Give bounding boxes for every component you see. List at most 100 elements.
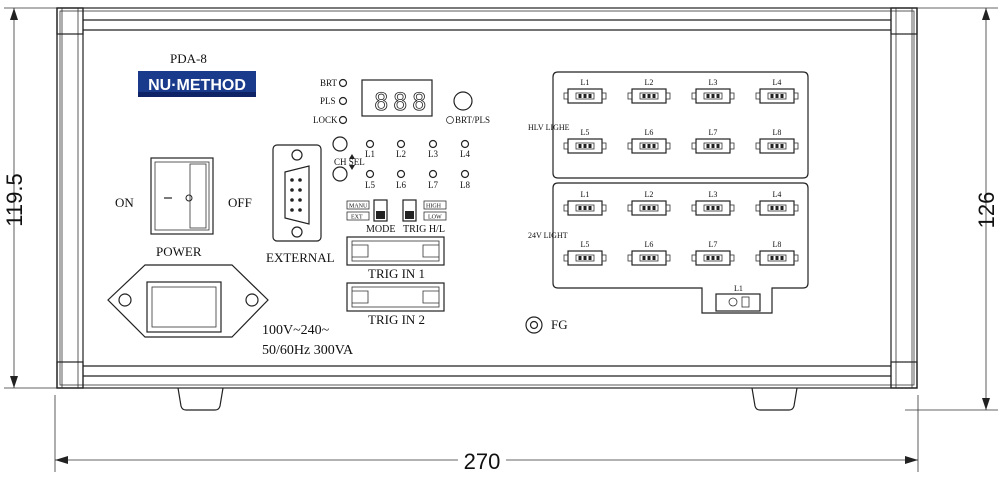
24v-connector-label-l8: L8 — [773, 240, 782, 249]
mode-manu-label: MANU — [349, 204, 368, 210]
dimension-left: 119.5 — [2, 7, 70, 389]
ch-sel-label: CH SEL — [334, 157, 365, 167]
mode-label: MODE — [366, 224, 395, 235]
input-freq-power: 50/60Hz 300VA — [262, 343, 354, 358]
24v-light-label: 24V LIGHT — [528, 231, 568, 240]
ch-sel-up-button[interactable] — [332, 136, 348, 152]
seven-segment-display: 8 8 8 — [361, 79, 433, 117]
trig-low-label: LOW — [428, 215, 442, 221]
trig-in-1-label: TRIG IN 1 — [368, 266, 425, 281]
ch-sel-down-arrow-icon — [349, 165, 355, 170]
channel-leds: L1 L2 L3 L4 L5 L6 L7 L8 — [365, 139, 470, 190]
ac-inlet — [107, 264, 269, 338]
indicator-pls-label: PLS — [320, 96, 336, 106]
hlv-connector-l2: L2 — [627, 78, 671, 104]
24v-connector-label-l7: L7 — [709, 240, 718, 249]
24v-connector-label-l3: L3 — [709, 190, 718, 199]
brand-text: NU·METHOD — [148, 77, 246, 94]
mode-ext-label: EXT — [351, 215, 363, 221]
brt-pls-label: BRT/PLS — [455, 115, 490, 125]
channel-led-label-l8: L8 — [460, 180, 470, 190]
hlv-connector-label-l4: L4 — [773, 78, 782, 87]
24v-light-panel: 24V LIGHT — [528, 182, 809, 314]
24v-connector-l3: L3 — [691, 190, 735, 216]
dimension-height-inner: 119.5 — [2, 173, 27, 226]
hlv-connector-label-l8: L8 — [773, 128, 782, 137]
24v-connector-l8: L8 — [755, 240, 799, 266]
ch-sel-up-arrow-icon — [349, 154, 355, 159]
hlv-connector-l4: L4 — [755, 78, 799, 104]
fg-terminal — [525, 316, 543, 334]
channel-led-label-l3: L3 — [428, 149, 438, 159]
hlv-connector-l7: L7 — [691, 128, 735, 154]
display-digit-3: 8 — [412, 88, 426, 116]
external-connector — [272, 144, 322, 242]
trig-in-2-label: TRIG IN 2 — [368, 312, 425, 327]
display-digit-2: 8 — [393, 88, 407, 116]
hlv-connector-l6: L6 — [627, 128, 671, 154]
dimension-height-total: 126 — [974, 192, 999, 229]
24v-connector-label-l6: L6 — [645, 240, 654, 249]
input-voltage: 100V~240~ — [262, 323, 330, 338]
aux-l1-connector — [715, 293, 761, 312]
channel-led-label-l1: L1 — [365, 149, 375, 159]
hlv-connector-label-l1: L1 — [581, 78, 590, 87]
trig-in-2-connector — [346, 282, 445, 312]
chassis — [56, 7, 918, 411]
channel-led-label-l4: L4 — [460, 149, 470, 159]
trig-hl-label: TRIG H/L — [403, 224, 445, 235]
channel-led-label-l6: L6 — [396, 180, 406, 190]
24v-connector-label-l1: L1 — [581, 190, 590, 199]
24v-connector-l1: L1 — [563, 190, 607, 216]
24v-connector-label-l4: L4 — [773, 190, 782, 199]
ch-sel-down-button[interactable] — [332, 166, 348, 182]
24v-connector-l4: L4 — [755, 190, 799, 216]
hlv-light-label: HLV LIGHE — [528, 123, 570, 132]
dimension-right: 126 — [905, 7, 999, 411]
hlv-connector-l8: L8 — [755, 128, 799, 154]
hlv-connector-l1: L1 — [563, 78, 607, 104]
indicator-lock-led — [338, 115, 348, 125]
24v-connector-l2: L2 — [627, 190, 671, 216]
indicator-pls-led — [338, 96, 348, 106]
channel-led-label-l7: L7 — [428, 180, 438, 190]
indicator-leds: BRT PLS LOCK — [313, 78, 348, 125]
24v-connector-label-l2: L2 — [645, 190, 654, 199]
hlv-connector-label-l2: L2 — [645, 78, 654, 87]
brt-pls-icon — [446, 116, 454, 124]
trig-high-label: HIGH — [426, 204, 442, 210]
power-switch[interactable] — [150, 157, 214, 235]
hlv-connector-label-l7: L7 — [709, 128, 718, 137]
trig-in-1-connector — [346, 236, 445, 266]
model-label: PDA-8 — [170, 51, 207, 66]
channel-led-label-l5: L5 — [365, 180, 375, 190]
hlv-connector-l5: L5 — [563, 128, 607, 154]
power-label: POWER — [156, 244, 202, 259]
indicator-lock-label: LOCK — [313, 115, 338, 125]
external-label: EXTERNAL — [266, 250, 335, 265]
brt-pls-knob[interactable] — [453, 91, 473, 111]
display-digit-1: 8 — [374, 88, 388, 116]
indicator-brt-label: BRT — [320, 78, 337, 88]
dimension-bottom: 270 — [54, 395, 919, 474]
channel-led-label-l2: L2 — [396, 149, 406, 159]
24v-connector-label-l5: L5 — [581, 240, 590, 249]
hlv-connector-l3: L3 — [691, 78, 735, 104]
dimension-width: 270 — [464, 449, 501, 474]
24v-connector-l5: L5 — [563, 240, 607, 266]
indicator-brt-led — [338, 78, 348, 88]
24v-connector-l6: L6 — [627, 240, 671, 266]
fg-label: FG — [551, 317, 568, 332]
aux-l1-label: L1 — [734, 284, 743, 293]
hlv-connector-label-l5: L5 — [581, 128, 590, 137]
brand-logo: NU·METHOD — [138, 71, 256, 97]
power-on-label: ON — [115, 195, 134, 210]
trig-hl-switch[interactable] — [402, 199, 447, 222]
hlv-connector-label-l6: L6 — [645, 128, 654, 137]
hlv-light-panel: HLV LIGHE — [528, 71, 809, 179]
hlv-connector-label-l3: L3 — [709, 78, 718, 87]
power-off-label: OFF — [228, 195, 252, 210]
mode-switch[interactable] — [346, 199, 388, 222]
